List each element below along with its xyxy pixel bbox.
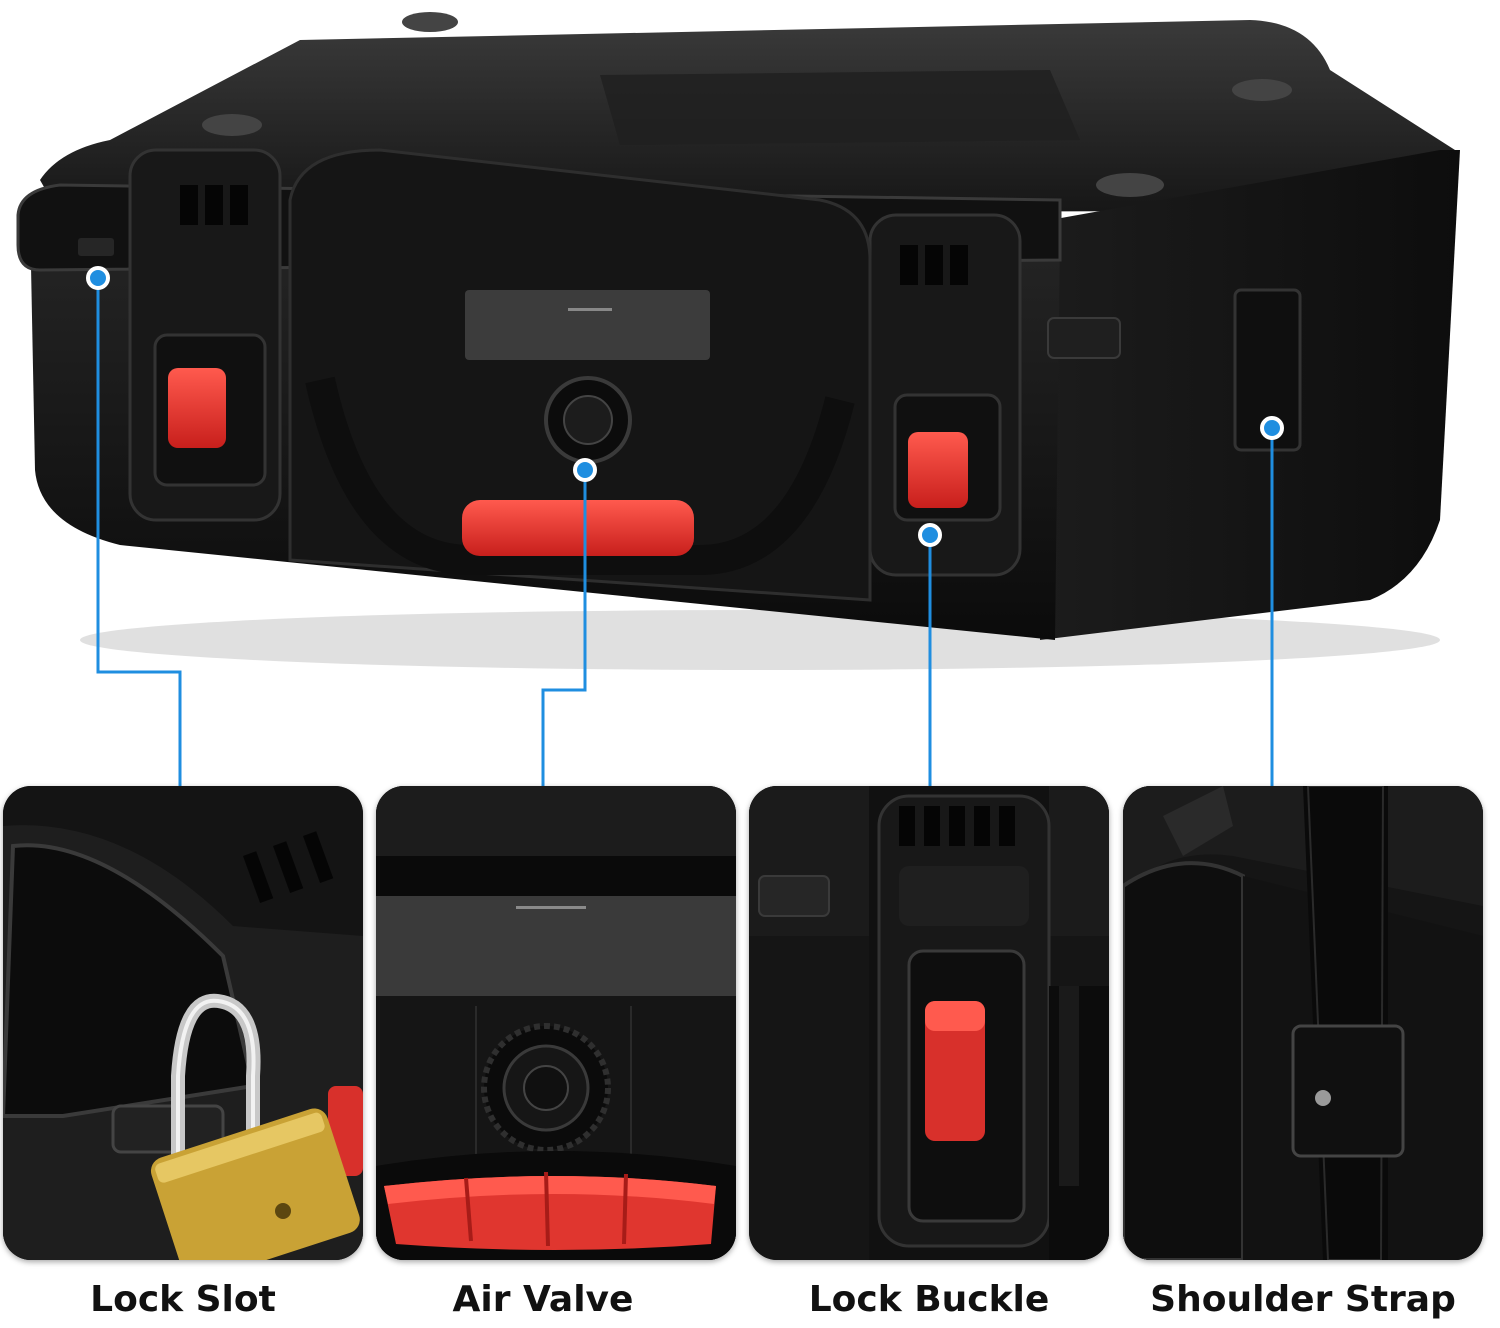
case-hero-image (16, 12, 1460, 670)
shoulder-strap-label: Shoulder Strap (1150, 1279, 1456, 1320)
air-valve-detail-tile (376, 786, 736, 1260)
lock-slot-label: Lock Slot (90, 1279, 276, 1320)
air-valve-label: Air Valve (452, 1279, 634, 1320)
lock-buckle-label: Lock Buckle (808, 1279, 1050, 1320)
lock-slot-detail-tile (3, 786, 363, 1260)
lock-buckle-detail-tile (749, 786, 1109, 1260)
shoulder-strap-detail-tile (1123, 786, 1483, 1260)
